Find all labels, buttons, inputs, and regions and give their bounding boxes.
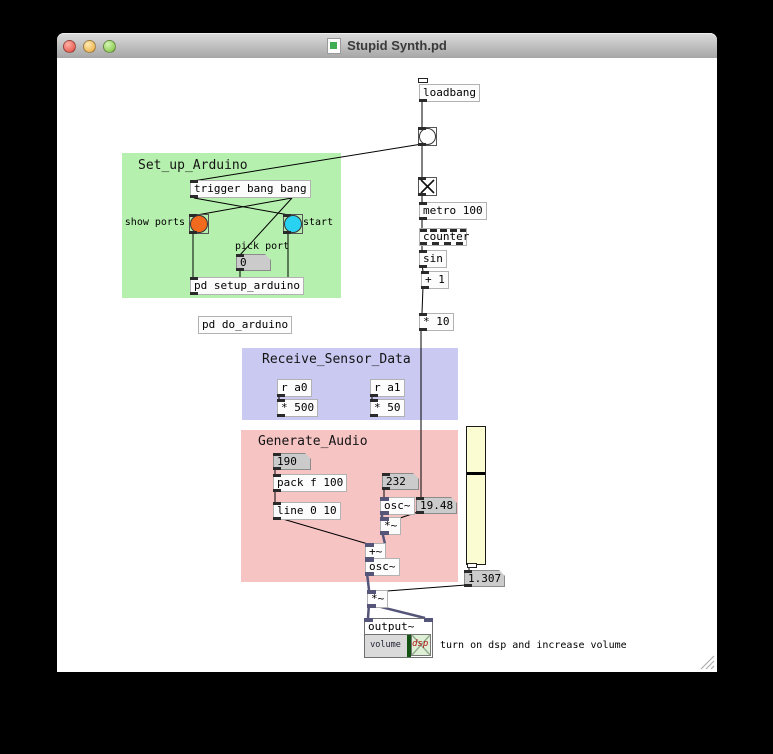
object-metro[interactable]: metro 100 bbox=[419, 202, 487, 220]
loadbang-stray-nub bbox=[418, 78, 428, 83]
object-mult-tilde-1[interactable]: *~ bbox=[380, 517, 402, 535]
dsp-x-icon bbox=[411, 634, 431, 656]
object-r-a1[interactable]: r a1 bbox=[370, 379, 405, 397]
arduino-section-title: Set_up_Arduino bbox=[138, 158, 248, 173]
toggle-checkbox[interactable] bbox=[418, 177, 437, 196]
output-label: output~ bbox=[368, 620, 415, 633]
object-plus-one[interactable]: + 1 bbox=[421, 271, 449, 289]
dsp-toggle[interactable]: dsp bbox=[411, 634, 431, 656]
dsp-hint-comment: turn on dsp and increase volume bbox=[440, 640, 627, 651]
bang-circle-icon bbox=[284, 215, 302, 233]
start-label: start bbox=[303, 217, 334, 228]
output-abstraction[interactable]: output~ volume dsp bbox=[364, 618, 433, 658]
object-sin[interactable]: sin bbox=[419, 250, 447, 268]
title-bar[interactable]: Stupid Synth.pd bbox=[57, 33, 717, 59]
resize-grip[interactable] bbox=[697, 652, 715, 670]
volume-slider[interactable]: volume bbox=[365, 634, 411, 657]
output-right-inlet[interactable] bbox=[424, 618, 433, 622]
frequency-vslider[interactable] bbox=[466, 426, 486, 565]
bang-circle-icon bbox=[190, 215, 208, 233]
vslider-handle[interactable] bbox=[467, 472, 485, 475]
object-trigger[interactable]: trigger bang bang bbox=[190, 180, 311, 198]
object-pd-do-arduino[interactable]: pd do_arduino bbox=[198, 316, 293, 334]
object-mult-500[interactable]: * 500 bbox=[277, 399, 319, 417]
patch-canvas: loadbang metro 100 counter sin + 1 * 10 … bbox=[57, 58, 717, 672]
minimize-button[interactable] bbox=[83, 40, 96, 53]
document-icon bbox=[327, 37, 342, 54]
volume-handle[interactable] bbox=[407, 635, 410, 657]
zoom-button[interactable] bbox=[103, 40, 116, 53]
bang-circle-icon bbox=[419, 128, 436, 145]
pick-port-label: pick port bbox=[235, 241, 290, 252]
output-left-inlet[interactable] bbox=[364, 618, 373, 622]
connection-cords bbox=[192, 100, 470, 620]
toggle-x-icon bbox=[420, 179, 435, 194]
close-button[interactable] bbox=[63, 40, 76, 53]
volume-label: volume bbox=[370, 640, 401, 650]
dsp-label: dsp bbox=[412, 639, 429, 649]
number-box-232[interactable]: 232 bbox=[382, 473, 419, 490]
port-number-box[interactable]: 0 bbox=[236, 254, 271, 271]
sensor-section-title: Receive_Sensor_Data bbox=[262, 352, 411, 367]
start-bang-button[interactable] bbox=[283, 214, 303, 234]
audio-section-title: Generate_Audio bbox=[258, 434, 368, 449]
arduino-region bbox=[122, 153, 341, 298]
object-line[interactable]: line 0 10 bbox=[273, 502, 341, 520]
show-ports-bang-button[interactable] bbox=[189, 214, 209, 234]
object-osc1[interactable]: osc~ bbox=[380, 497, 415, 515]
object-pack[interactable]: pack f 100 bbox=[273, 474, 348, 492]
vslider-outlet[interactable] bbox=[467, 563, 477, 568]
object-times-ten[interactable]: * 10 bbox=[419, 313, 454, 331]
number-box-gain[interactable]: 1.307 bbox=[464, 570, 505, 587]
object-mult-tilde-2[interactable]: *~ bbox=[367, 590, 389, 608]
object-mult-50[interactable]: * 50 bbox=[370, 399, 405, 417]
object-pd-setup-arduino[interactable]: pd setup_arduino bbox=[190, 277, 304, 295]
bang-button[interactable] bbox=[418, 127, 437, 146]
object-osc2[interactable]: osc~ bbox=[365, 558, 400, 576]
object-loadbang[interactable]: loadbang bbox=[419, 84, 480, 102]
pd-patch-window: Stupid Synth.pd bbox=[57, 33, 717, 672]
number-box-190[interactable]: 190 bbox=[273, 453, 311, 470]
window-title: Stupid Synth.pd bbox=[347, 38, 447, 53]
object-r-a0[interactable]: r a0 bbox=[277, 379, 312, 397]
show-ports-label: show ports bbox=[124, 217, 185, 228]
object-counter[interactable]: counter bbox=[419, 228, 469, 246]
number-box-freq[interactable]: 19.48 bbox=[416, 497, 457, 514]
